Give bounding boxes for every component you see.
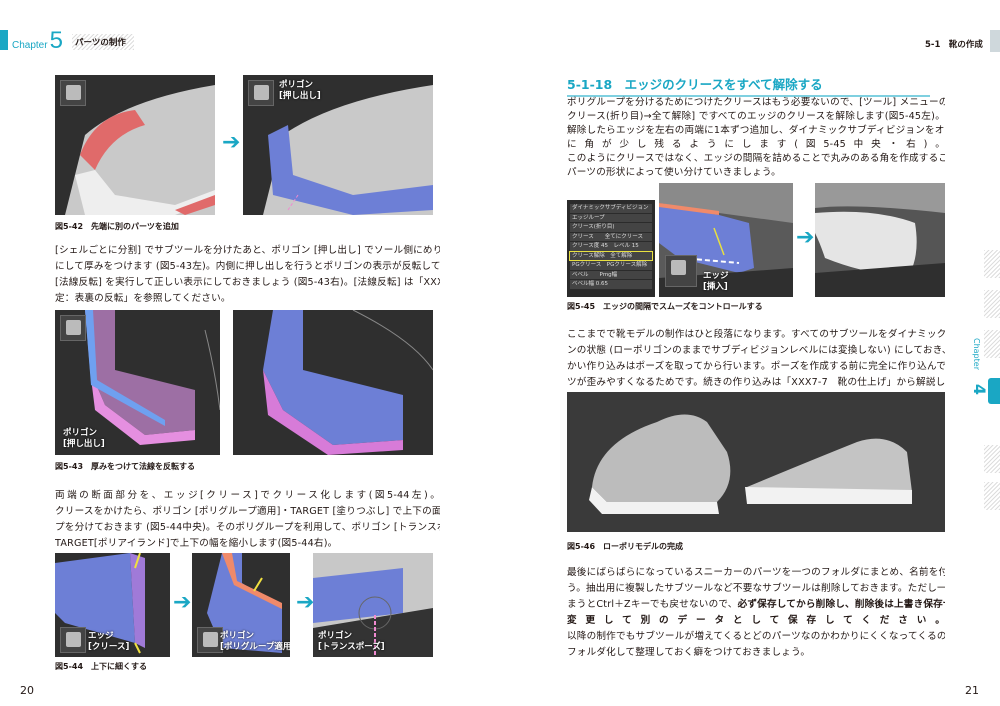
figure-label: ポリゴン [押し出し] [279,80,321,101]
figure-label: エッジ [挿入] [703,271,729,292]
menu-item[interactable]: クリース 全てにクリース [570,232,652,241]
side-chapter-word: Chapter [972,338,981,370]
text-line: クリースをかけたら、ポリゴン [ポリグループ適用]・TARGET [塗りつぶし]… [55,506,440,517]
lowpoly-sneakers-render [589,414,912,514]
text-line: に角が少し残るようにします(図5-45中央・右)。 [567,139,945,150]
text-line: このようにクリースではなく、エッジの間隔を詰めることで丸みのある角を作成すること… [567,153,945,164]
text-line: フォルダ化して整理しておく癖をつけておきましょう。 [567,645,945,661]
text-line: [シェルごとに分割] でサブツールを分けたあと、ポリゴン [押し出し] でソール… [55,245,440,256]
menu-item[interactable]: ベベル Pmg幅 [570,270,652,279]
chapter-marker [0,30,8,50]
shoe-toe-extruded-render [263,85,433,215]
zbrush-icon [60,315,86,341]
chapter-number: 5 [49,27,63,54]
transpose-render [313,568,433,657]
figure-5-43-left: ポリゴン [押し出し] [55,310,220,455]
section-heading: 5-1-18 エッジのクリースをすべて解除する [567,74,930,97]
text-line: う。抽出用に複製したサブツールなど不要なサブツールは削除しておきます。ただし一旦… [567,581,945,597]
text-segment: う。抽出用に複製したサブツールなど不要なサブツールは削除しておきます。ただし一旦… [567,583,945,594]
figure-5-42-right: ポリゴン [押し出し] [243,75,433,215]
crease-menu-panel: ダイナミックサブディビジョン エッジループ クリース(折り目) クリース 全てに… [567,200,655,297]
menu-item[interactable]: クリース(折り目) [570,223,652,232]
text-line: パーツの形状によって使い分けていきましょう。 [567,167,781,178]
bold-text: 必ず保存してから削除し、削除後は上書き保存せずに名前を [737,599,945,610]
chapter-label: Chapter 5 [12,27,63,54]
zbrush-icon [248,80,274,106]
figure-5-45-middle: エッジ [挿入] [659,183,793,297]
menu-item[interactable]: PGクリース PGクリース解除 [570,261,652,270]
paragraph: [シェルごとに分割] でサブツールを分けたあと、ポリゴン [押し出し] でソール… [55,243,440,307]
figure-5-43-right [233,310,433,455]
text-line: 最後にばらばらになっているスニーカーのパーツを一つのフォルダにまとめ、名前を付け… [567,565,945,581]
text-segment: 以降の制作でもサブツールが増えてくるとどのパーツなのかわかりにくくなってくるので… [567,631,945,642]
figure-caption: 図5-42 先端に別のパーツを追加 [55,222,179,231]
figure-5-46 [567,392,945,532]
menu-item[interactable]: エッジループ [570,213,652,222]
figure-caption: 図5-45 エッジの間隔でスムーズをコントロールする [567,302,763,311]
zbrush-icon [665,255,697,287]
text-line: 両端の断面部分を、エッジ[クリース]でクリース化します(図5-44左)。 [55,490,440,501]
chapter-word: Chapter [12,40,48,51]
paragraph: 最後にばらばらになっているスニーカーのパーツを一つのフォルダにまとめ、名前を付け… [567,565,945,661]
text-line: 定：表裏の反転」を参照してください。 [55,293,231,304]
figure-caption: 図5-46 ローポリモデルの完成 [567,542,684,551]
sole-extrude-render [85,310,220,445]
text-line: かい作り込みはポーズを取ってから行います。ポーズを作成する前に完全に作り込んでし… [567,361,945,372]
figure-caption: 図5-43 厚みをつけて法線を反転する [55,462,196,471]
figure-5-42-left [55,75,215,215]
arrow-right-icon: ➔ [222,130,241,155]
zbrush-icon [60,627,86,653]
text-line: 以降の制作でもサブツールが増えてくるとどのパーツなのかわかりにくくなってくるので… [567,629,945,645]
figure-caption: 図5-44 上下に細くする [55,662,148,671]
text-segment: まうとCtrl＋Zキーでも戻せないので、 [567,599,738,610]
text-line: 解除したらエッジを左右の両端に1本ずつ追加し、ダイナミックサブディビジョンをオン… [567,125,945,136]
sole-flipped-render [263,310,433,455]
text-line: ツが歪みやすくなるためです。続きの作り込みは「XXX7-7 靴の仕上げ」から解説… [567,377,945,388]
figure-label: ポリゴン [トランスポーズ] [318,631,385,652]
text-line: [法線反転] を実行して正しい表示にしておきましょう (図5-43右)。[法線反… [55,277,440,288]
text-line: 変更して別のデータとして保存してください。 [567,613,945,629]
text-line: ポリグループを分けるためにつけたクリースはもう必要ないので、[ツール] メニュー… [567,97,945,108]
page-number-right: 21 [965,684,979,697]
text-line: ンの状態 (ローポリゴンのままでサブディビジョンレベルには変換しない) にしてお… [567,345,945,356]
section-title: 5-1 靴の作成 [925,40,983,50]
page-number-left: 20 [20,684,34,697]
arrow-right-icon: ➔ [296,590,315,615]
section-marker [990,30,1000,52]
figure-label: ポリゴン [ポリグループ適用] [220,631,290,652]
crease-render [55,553,145,654]
menu-item[interactable]: クリース度 45 レベル 15 [570,242,652,251]
figure-5-44-left: エッジ [クリース] [55,553,170,657]
menu-item[interactable]: ベベル幅 0.65 [570,280,652,289]
paragraph: ポリグループを分けるためにつけたクリースはもう必要ないので、[ツール] メニュー… [567,96,945,180]
menu-item[interactable]: ダイナミックサブディビジョン [570,204,652,213]
arrow-right-icon: ➔ [173,590,192,615]
smooth-edge-render [815,183,945,297]
paragraph: ここまでで靴モデルの制作はひと段落になります。すべてのサブツールをダイナミックサ… [567,327,945,391]
arrow-right-icon: ➔ [796,225,815,250]
figure-5-44-right: ポリゴン [トランスポーズ] [313,553,433,657]
figure-label: エッジ [クリース] [88,631,130,652]
text-line: まうとCtrl＋Zキーでも戻せないので、必ず保存してから削除し、削除後は上書き保… [567,597,945,613]
text-segment: フォルダ化して整理しておく癖をつけておきましょう。 [567,647,811,658]
text-line: TARGET[ポリアイランド]で上下の幅を縮小します(図5-44右)。 [55,538,338,549]
figure-5-44-middle: ポリゴン [ポリグループ適用] [192,553,290,657]
side-chapter-number: 4 [970,383,990,396]
paragraph: 両端の断面部分を、エッジ[クリース]でクリース化します(図5-44左)。クリース… [55,488,440,552]
text-line: にして厚みをつけます (図5-43左)。内側に押し出しを行うとポリゴンの表示が反… [55,261,440,272]
active-chapter-tab[interactable] [988,378,1000,404]
shoe-toe-render [65,85,215,215]
chapter-side-tabs: Chapter 4 [970,250,1000,510]
figure-5-45-right [815,183,945,297]
chapter-title: パーツの制作 [72,34,134,50]
text-segment: 最後にばらばらになっているスニーカーのパーツを一つのフォルダにまとめ、名前を付け… [567,567,945,578]
zbrush-icon [60,80,86,106]
text-line: ここまでで靴モデルの制作はひと段落になります。すべてのサブツールをダイナミックサ… [567,329,945,340]
text-line: クリース(折り目)→全て解除] ですべてのエッジのクリースを解除します(図5-4… [567,111,945,122]
text-line: プを分けておきます (図5-44中央)。そのポリグループを利用して、ポリゴン [… [55,522,440,533]
figure-label: ポリゴン [押し出し] [63,428,105,449]
menu-item[interactable]: クリース解除 全て解除 [569,250,653,261]
zbrush-icon [197,627,223,653]
bold-text: 変更して別のデータとして保存してください。 [567,615,945,626]
